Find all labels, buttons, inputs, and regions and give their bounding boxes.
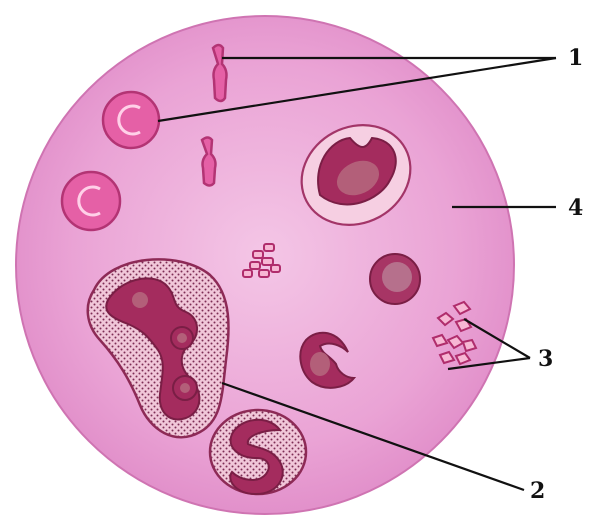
lymphocyte	[370, 254, 420, 304]
label-3: 3	[538, 346, 553, 372]
label-2: 2	[530, 478, 545, 504]
erythrocyte-top	[103, 92, 159, 148]
label-1: 1	[568, 45, 583, 71]
erythrocyte-left	[62, 172, 120, 230]
label-4: 4	[568, 195, 583, 221]
s-shaped-granulocyte	[210, 410, 306, 494]
